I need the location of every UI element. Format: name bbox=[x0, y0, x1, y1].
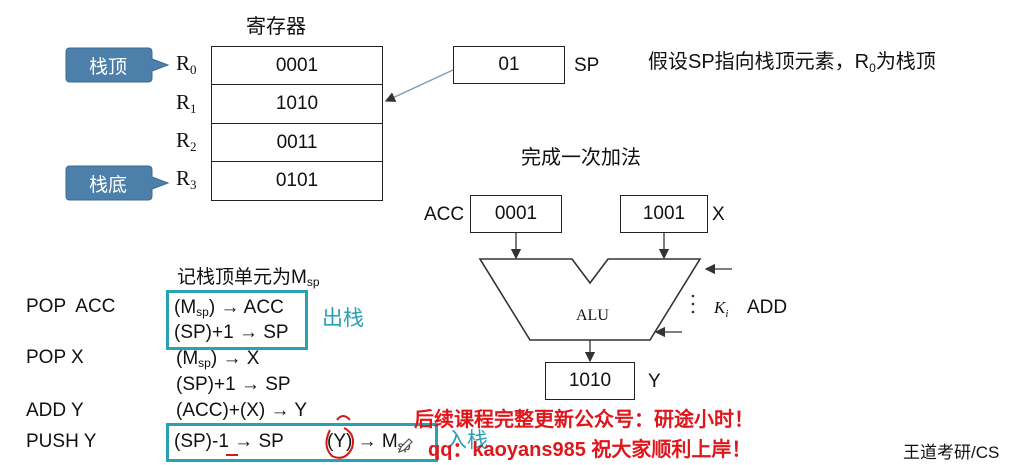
acc-value: 0001 bbox=[494, 203, 538, 224]
instr-pop-acc: POP ACC bbox=[26, 296, 116, 317]
push-highlight-box bbox=[166, 423, 438, 462]
msp-note-pre: 记栈顶单元为M bbox=[177, 267, 307, 288]
register-value-r3: 0101 bbox=[275, 170, 319, 191]
assumption-text: 假设SP指向栈顶元素，R0为栈顶 bbox=[648, 52, 936, 74]
op-pop-acc-1-sub: sp bbox=[196, 305, 209, 319]
stack-top-tag-shape bbox=[65, 47, 170, 83]
register-sub-r2: 2 bbox=[190, 139, 197, 154]
register-letter-r0: R bbox=[176, 51, 191, 75]
sp-box: 01 bbox=[453, 46, 565, 84]
register-value-r1: 1010 bbox=[275, 93, 319, 114]
control-dot-2 bbox=[691, 302, 695, 306]
register-label-r0: R0 bbox=[176, 51, 197, 77]
sp-value: 01 bbox=[498, 54, 520, 75]
register-sub-r1: 1 bbox=[190, 101, 197, 116]
register-label-r3: R3 bbox=[176, 166, 197, 192]
red-hook-mark bbox=[336, 415, 351, 421]
op-add-y: (ACC)+(X) → Y bbox=[176, 400, 308, 421]
add-title: 完成一次加法 bbox=[521, 147, 641, 169]
register-cell-r0: 0001 bbox=[212, 47, 382, 85]
register-letter-r1: R bbox=[176, 90, 191, 114]
y-label: Y bbox=[648, 371, 661, 392]
y-box: 1010 bbox=[545, 362, 635, 400]
op-push-1: (SP)-1 → SP bbox=[174, 431, 284, 452]
add-label: ADD bbox=[747, 297, 788, 318]
control-dot-1 bbox=[691, 294, 695, 298]
op-pop-acc-1: (Msp) → ACC bbox=[174, 298, 284, 318]
pen-icon-shape bbox=[397, 438, 413, 454]
register-letter-r2: R bbox=[176, 128, 191, 152]
register-cell-r2: 0011 bbox=[212, 124, 382, 162]
alu-label: ALU bbox=[576, 307, 609, 324]
footer-line-2: qq：kaoyans985 祝大家顺利上岸！ bbox=[428, 439, 752, 461]
ki-k: K bbox=[714, 298, 726, 317]
register-value-r2: 0011 bbox=[276, 131, 318, 153]
register-label-r2: R2 bbox=[176, 128, 197, 154]
x-box: 1001 bbox=[620, 195, 708, 233]
x-value: 1001 bbox=[642, 203, 686, 224]
sp-pointer-arrow bbox=[384, 69, 454, 102]
msp-note-sub: sp bbox=[306, 275, 320, 289]
instr-add-y: ADD Y bbox=[26, 400, 84, 421]
op-pop-x-2: (SP)+1 → SP bbox=[176, 374, 291, 395]
op-push-2-pre: (Y) → M bbox=[327, 431, 398, 452]
op-pop-x-1: (Msp) → X bbox=[176, 349, 259, 369]
register-label-r1: R1 bbox=[176, 90, 197, 116]
op-pop-acc-2: (SP)+1 → SP bbox=[174, 322, 289, 343]
register-value-r0: 0001 bbox=[275, 54, 319, 76]
acc-label: ACC bbox=[424, 204, 465, 225]
control-dot-3 bbox=[691, 310, 695, 314]
registers-title: 寄存器 bbox=[246, 16, 306, 38]
stack-bottom-tag: 栈底 bbox=[64, 165, 170, 201]
footer-brand: 王道考研/CS bbox=[903, 443, 1000, 462]
instr-pop-x: POP X bbox=[26, 347, 84, 368]
stack-bottom-label: 栈底 bbox=[88, 174, 127, 196]
op-pop-x-1-post: ) → X bbox=[210, 348, 260, 369]
ki-label: Ki bbox=[714, 299, 728, 320]
pop-label: 出栈 bbox=[322, 307, 364, 330]
alu-shape bbox=[478, 258, 702, 341]
stack-top-tag: 栈顶 bbox=[64, 47, 170, 83]
push-label: 入栈 bbox=[446, 429, 488, 452]
register-file: 0001 1010 0011 0101 bbox=[211, 46, 383, 201]
register-cell-r1: 1010 bbox=[212, 85, 382, 124]
sp-label: SP bbox=[574, 55, 600, 76]
assumption-pre: 假设SP指向栈顶元素，R bbox=[648, 51, 870, 73]
register-letter-r3: R bbox=[176, 166, 191, 190]
ki-i: i bbox=[725, 308, 729, 320]
pop-highlight-box bbox=[166, 290, 308, 350]
stack-bottom-tag-shape bbox=[65, 165, 170, 201]
register-cell-r3: 0101 bbox=[212, 162, 382, 200]
footer-line-1: 后续课程完整更新公众号：研途小时！ bbox=[414, 409, 754, 431]
y-value: 1010 bbox=[568, 370, 612, 391]
register-sub-r0: 0 bbox=[190, 62, 197, 77]
msp-note: 记栈顶单元为Msp bbox=[177, 268, 320, 288]
pen-icon bbox=[396, 437, 414, 455]
op-pop-x-1-sub: sp bbox=[198, 356, 211, 370]
assumption-post: 为栈顶 bbox=[875, 51, 936, 73]
assumption-sub: 0 bbox=[869, 61, 876, 75]
op-pop-acc-1-post: ) → ACC bbox=[208, 297, 284, 318]
op-pop-acc-1-pre: (M bbox=[174, 297, 197, 318]
register-sub-r3: 3 bbox=[190, 177, 197, 192]
stack-top-label: 栈顶 bbox=[88, 56, 127, 78]
x-label: X bbox=[712, 204, 725, 225]
op-pop-x-1-pre: (M bbox=[176, 348, 199, 369]
acc-box: 0001 bbox=[470, 195, 562, 233]
instr-push-y: PUSH Y bbox=[26, 431, 97, 452]
